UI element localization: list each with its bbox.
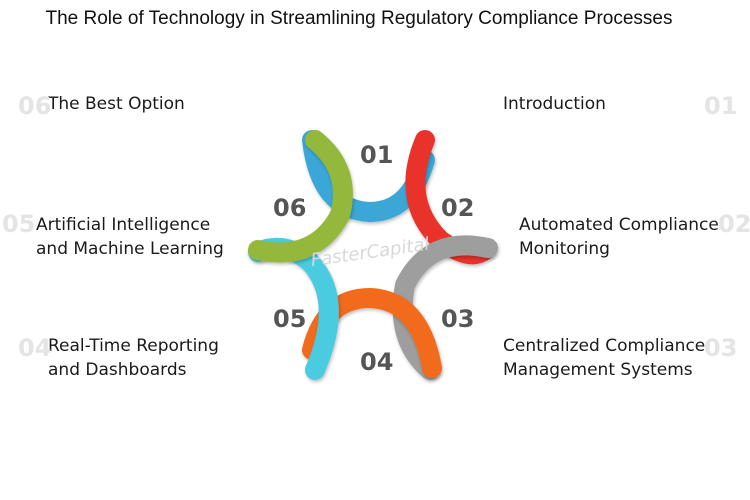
label-05-line-1: Artificial Intelligence [36, 215, 211, 235]
ghost-number-04: 04 [18, 334, 52, 362]
label-02-line-1: Automated Compliance [519, 215, 719, 235]
label-06: The Best Option [48, 92, 185, 116]
number-03: 03 [441, 305, 474, 333]
label-02: Automated Compliance Monitoring [519, 213, 719, 261]
number-04: 04 [360, 348, 393, 376]
number-02: 02 [441, 194, 474, 222]
ghost-number-01: 01 [704, 92, 738, 120]
label-02-line-2: Monitoring [519, 239, 610, 259]
label-03-line-2: Management Systems [503, 360, 693, 380]
ghost-number-05: 05 [2, 210, 36, 238]
label-04-line-2: and Dashboards [48, 360, 187, 380]
label-03-line-1: Centralized Compliance [503, 336, 706, 356]
label-04-line-1: Real-Time Reporting [48, 336, 219, 356]
label-04: Real-Time Reporting and Dashboards [48, 334, 219, 382]
label-05: Artificial Intelligence and Machine Lear… [36, 213, 224, 261]
arc-group [248, 130, 498, 380]
number-01: 01 [360, 141, 393, 169]
arc-06 [248, 130, 353, 263]
ghost-number-02: 02 [718, 210, 750, 238]
label-03: Centralized Compliance Management System… [503, 334, 705, 382]
page-title: The Role of Technology in Streamlining R… [45, 8, 673, 29]
label-06-line-1: The Best Option [48, 94, 185, 114]
number-05: 05 [273, 305, 306, 333]
label-01-line-1: Introduction [503, 94, 606, 114]
ghost-number-06: 06 [18, 92, 52, 120]
ghost-number-03: 03 [704, 334, 738, 362]
arc-03 [392, 235, 498, 380]
number-06: 06 [273, 194, 306, 222]
label-05-line-2: and Machine Learning [36, 239, 224, 259]
label-01: Introduction [503, 92, 606, 116]
